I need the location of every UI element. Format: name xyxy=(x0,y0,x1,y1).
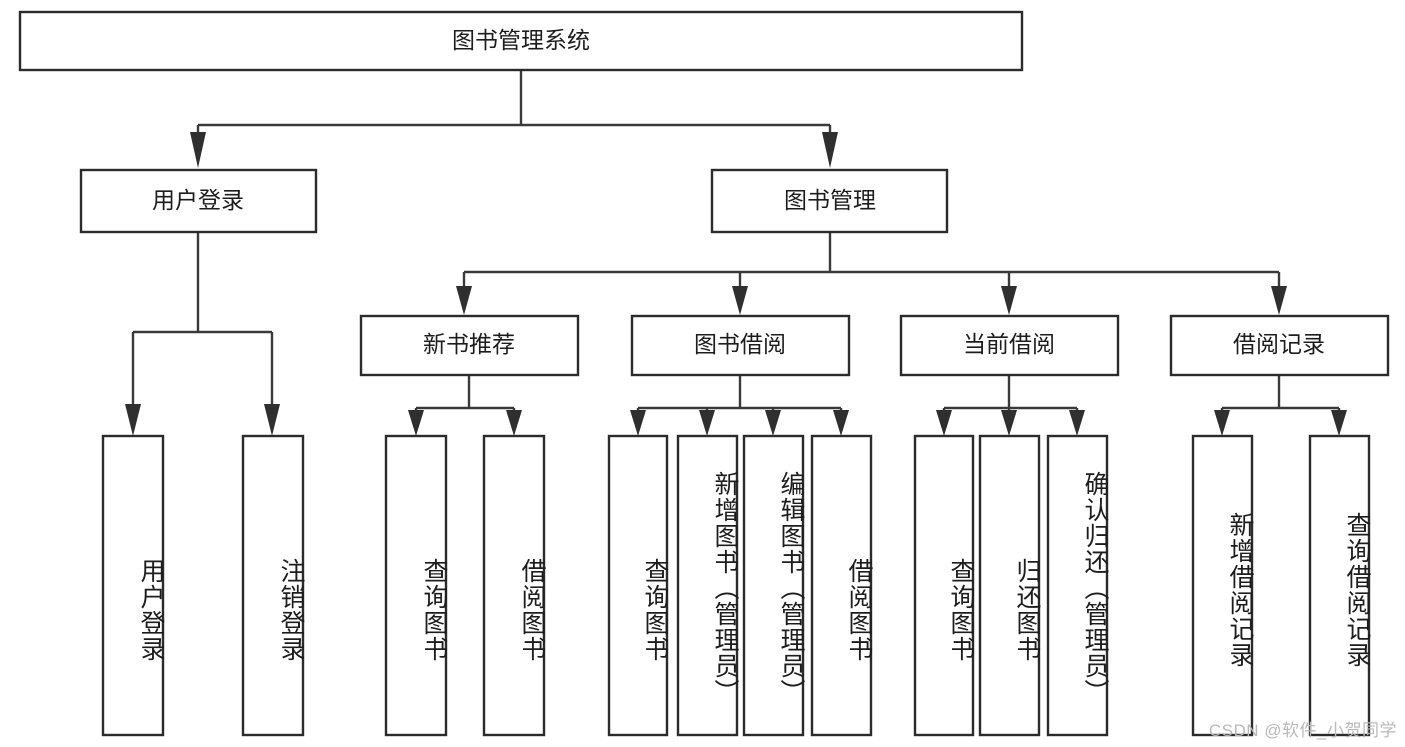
connector-group-user-login xyxy=(125,232,280,436)
node-box-leaf-query-book-2[interactable] xyxy=(607,434,669,737)
node-box-leaf-edit-book[interactable] xyxy=(742,434,805,737)
connector-group-book-borrow xyxy=(630,375,849,436)
arrow-head-leaf-borrow-book-2 xyxy=(833,410,849,436)
connector-group-borrow-record xyxy=(1214,375,1347,436)
node-box-book-manage[interactable] xyxy=(710,168,949,234)
node-box-leaf-borrow-book-1[interactable] xyxy=(482,434,546,737)
node-box-leaf-query-book-1[interactable] xyxy=(384,434,448,737)
arrow-head-leaf-confirm-return xyxy=(1069,410,1085,436)
node-box-leaf-add-record[interactable] xyxy=(1191,434,1254,737)
arrow-head-new-book-recommend xyxy=(456,286,472,315)
arrow-head-leaf-query-book-3 xyxy=(936,410,952,436)
connector-group-current-borrow xyxy=(936,375,1085,436)
arrow-head-leaf-user-logout xyxy=(264,404,280,436)
node-box-leaf-confirm-return[interactable] xyxy=(1046,434,1109,737)
node-box-leaf-add-book[interactable] xyxy=(676,434,739,737)
node-label-user-login: 用户登录 xyxy=(152,187,244,213)
node-label-book-manage: 图书管理 xyxy=(784,187,876,213)
arrow-head-leaf-query-book-1 xyxy=(408,410,424,436)
arrow-head-leaf-query-book-2 xyxy=(630,410,646,436)
arrow-head-leaf-borrow-book-1 xyxy=(506,410,522,436)
node-box-borrow-record[interactable] xyxy=(1169,314,1390,377)
node-label-current-borrow: 当前借阅 xyxy=(963,331,1055,357)
node-box-leaf-return-book[interactable] xyxy=(978,434,1041,737)
connector-group-root xyxy=(190,70,838,168)
arrow-head-leaf-return-book xyxy=(1001,410,1017,436)
node-box-leaf-user-logout[interactable] xyxy=(241,434,305,737)
node-box-root[interactable] xyxy=(18,10,1024,72)
arrow-head-user-login xyxy=(190,132,206,168)
node-box-user-login[interactable] xyxy=(79,168,318,234)
arrow-head-leaf-add-book xyxy=(699,410,715,436)
connector-group-book-manage xyxy=(456,232,1287,315)
arrow-head-book-borrow xyxy=(732,286,748,315)
node-box-leaf-borrow-book-2[interactable] xyxy=(810,434,873,737)
arrow-head-leaf-edit-book xyxy=(765,410,781,436)
node-label-root: 图书管理系统 xyxy=(452,27,590,53)
arrow-head-leaf-user-login xyxy=(125,404,141,436)
node-box-current-borrow[interactable] xyxy=(899,314,1120,377)
connector-group-new-book-recommend xyxy=(408,375,522,436)
node-box-book-borrow[interactable] xyxy=(630,314,851,377)
watermark-text: CSDN @软件_小贺同学 xyxy=(1208,721,1397,740)
node-box-leaf-query-record[interactable] xyxy=(1308,434,1371,737)
node-box-leaf-query-book-3[interactable] xyxy=(913,434,975,737)
arrow-head-leaf-query-record xyxy=(1331,410,1347,436)
node-box-leaf-user-login[interactable] xyxy=(101,434,165,737)
arrow-head-book-manage xyxy=(822,132,838,168)
node-label-new-book-recommend: 新书推荐 xyxy=(423,331,515,357)
arrow-head-borrow-record xyxy=(1271,286,1287,315)
node-label-book-borrow: 图书借阅 xyxy=(694,331,786,357)
node-box-new-book-recommend[interactable] xyxy=(359,314,580,377)
node-label-borrow-record: 借阅记录 xyxy=(1233,331,1325,357)
arrow-head-current-borrow xyxy=(1001,286,1017,315)
arrow-head-leaf-add-record xyxy=(1214,410,1230,436)
